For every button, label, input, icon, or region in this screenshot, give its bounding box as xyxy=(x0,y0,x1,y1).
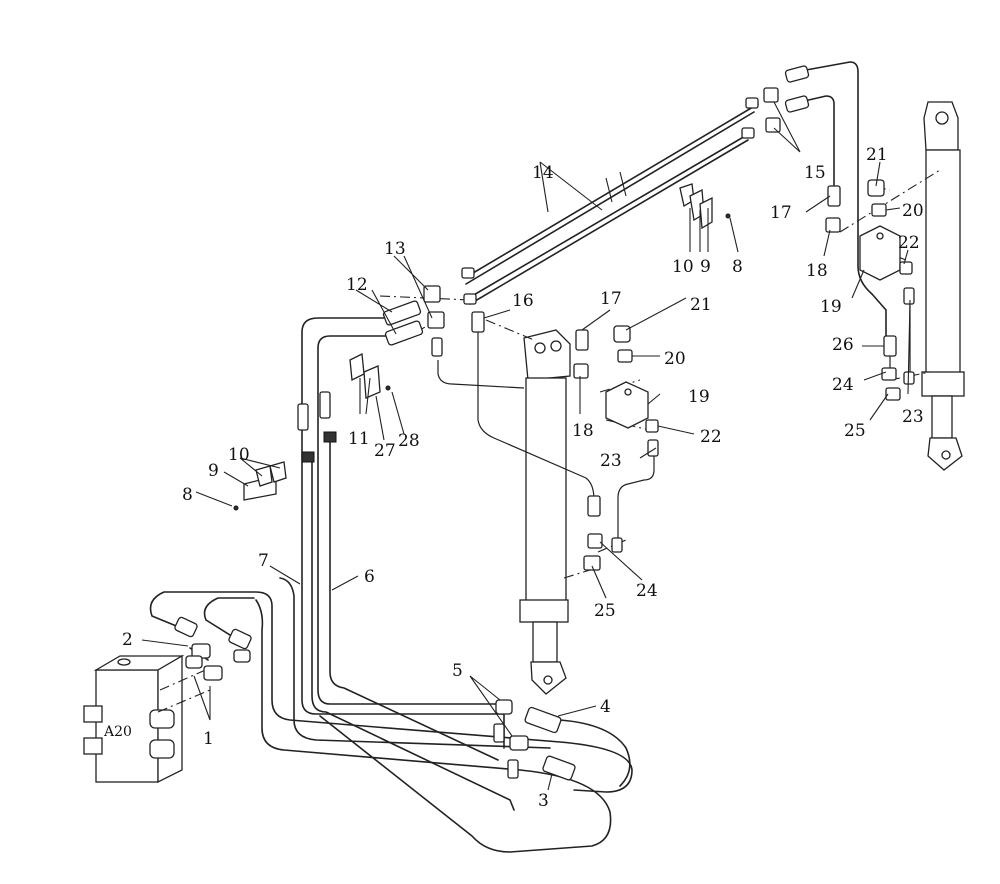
callout-13: 13 xyxy=(384,239,406,259)
callout-24-middle: 24 xyxy=(636,581,658,601)
callout-3: 3 xyxy=(538,791,549,811)
valve-label: A20 xyxy=(103,724,132,740)
callout-6: 6 xyxy=(364,567,375,587)
callout-9-right: 9 xyxy=(700,257,711,277)
callout-8-right: 8 xyxy=(732,257,743,277)
callout-1: 1 xyxy=(203,729,214,749)
callout-19-middle: 19 xyxy=(688,387,710,407)
callout-22-right: 22 xyxy=(898,233,920,253)
callout-19-right: 19 xyxy=(820,297,842,317)
callout-10-right: 10 xyxy=(672,257,694,277)
leader-lines xyxy=(141,101,911,791)
callout-23-middle: 23 xyxy=(600,451,622,471)
callout-20-middle: 20 xyxy=(664,349,686,369)
callout-11: 11 xyxy=(348,429,370,449)
callout-21-right: 21 xyxy=(866,145,888,165)
callout-22-middle: 22 xyxy=(700,427,722,447)
callout-16: 16 xyxy=(512,291,534,311)
callout-labels: 1 2 3 4 5 6 7 8 8 9 9 10 10 11 12 13 14 … xyxy=(122,145,924,811)
callout-20-right: 20 xyxy=(902,201,924,221)
callout-2: 2 xyxy=(122,630,133,650)
callout-23-right: 23 xyxy=(902,407,924,427)
right-cylinder xyxy=(921,101,965,471)
callout-7: 7 xyxy=(258,551,269,571)
callout-17-right: 17 xyxy=(770,203,792,223)
callout-25-middle: 25 xyxy=(594,601,616,621)
callout-17-middle: 17 xyxy=(600,289,622,309)
hose-routing xyxy=(149,61,941,853)
callout-14: 14 xyxy=(532,163,554,183)
callout-18-right: 18 xyxy=(806,261,828,281)
callout-12: 12 xyxy=(346,275,368,295)
callout-15: 15 xyxy=(804,163,826,183)
callout-8-left: 8 xyxy=(182,485,193,505)
control-valve-a20: A20 xyxy=(83,654,185,784)
middle-cylinder xyxy=(519,329,571,695)
callout-21-middle: 21 xyxy=(690,295,712,315)
callout-27: 27 xyxy=(374,441,396,461)
callout-25-right: 25 xyxy=(844,421,866,441)
callout-26: 26 xyxy=(832,335,854,355)
callout-18-middle: 18 xyxy=(572,421,594,441)
callout-4: 4 xyxy=(600,697,611,717)
callout-10-left: 10 xyxy=(228,445,250,465)
callout-28: 28 xyxy=(398,431,420,451)
callout-9-left: 9 xyxy=(208,461,219,481)
fittings xyxy=(174,65,915,781)
callout-24-right: 24 xyxy=(832,375,854,395)
callout-5: 5 xyxy=(452,661,463,681)
